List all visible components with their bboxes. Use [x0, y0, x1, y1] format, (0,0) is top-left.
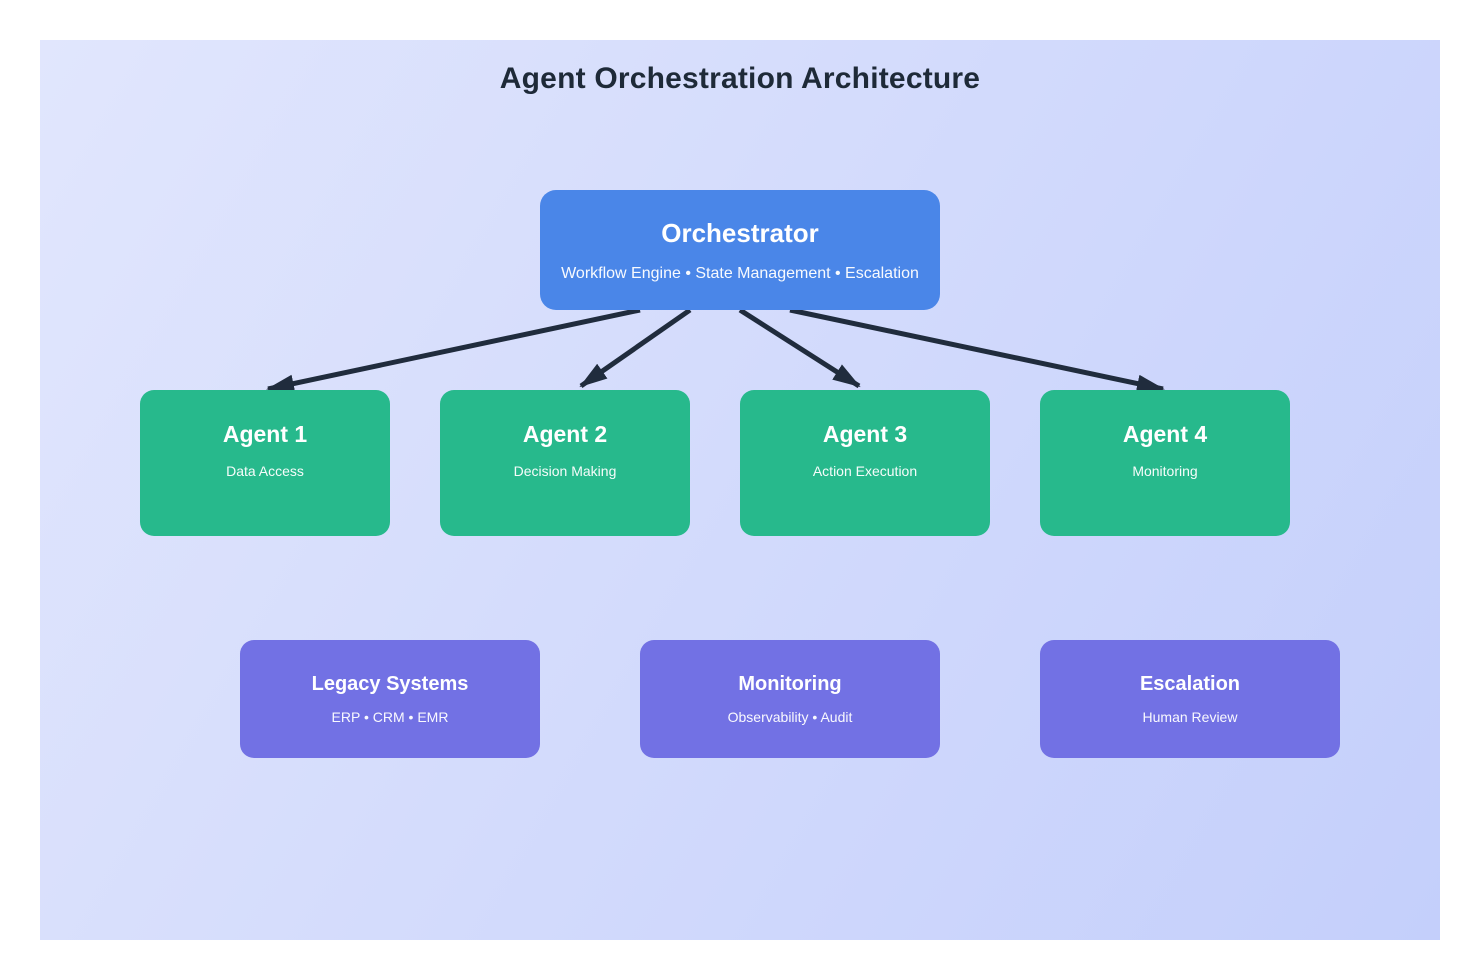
- node-agent-1: Agent 1 Data Access: [140, 390, 390, 536]
- agent-1-subtitle: Data Access: [226, 463, 304, 479]
- node-orchestrator: Orchestrator Workflow Engine • State Man…: [540, 190, 940, 310]
- arrow-orchestrator-to-agent-3: [738, 307, 861, 389]
- agent-1-title: Agent 1: [222, 421, 308, 447]
- agent-2-subtitle: Decision Making: [513, 463, 617, 479]
- agent-4-subtitle: Monitoring: [1132, 463, 1198, 479]
- node-agent-4: Agent 4 Monitoring: [1040, 390, 1290, 536]
- escalation-title: Escalation: [1139, 673, 1241, 695]
- node-monitoring: Monitoring Observability • Audit: [640, 640, 940, 758]
- node-escalation: Escalation Human Review: [1040, 640, 1340, 758]
- legacy-systems-title: Legacy Systems: [311, 673, 469, 695]
- monitoring-subtitle: Observability • Audit: [727, 709, 853, 725]
- agent-3-title: Agent 3: [822, 421, 908, 447]
- agent-2-title: Agent 2: [522, 421, 608, 447]
- legacy-systems-subtitle: ERP • CRM • EMR: [331, 709, 449, 725]
- orchestrator-subtitle: Workflow Engine • State Management • Esc…: [561, 264, 919, 282]
- agent-4-title: Agent 4: [1122, 421, 1208, 447]
- diagram-canvas: Agent Orchestration Architecture Orchest…: [40, 40, 1440, 940]
- node-agent-3: Agent 3 Action Execution: [740, 390, 990, 536]
- arrow-orchestrator-to-agent-1: [266, 307, 641, 393]
- orchestrator-title: Orchestrator: [661, 217, 819, 248]
- monitoring-title: Monitoring: [738, 673, 842, 695]
- escalation-subtitle: Human Review: [1142, 709, 1238, 725]
- diagram-title: Agent Orchestration Architecture: [499, 62, 981, 95]
- arrow-orchestrator-to-agent-2: [579, 307, 692, 389]
- agent-3-subtitle: Action Execution: [812, 463, 918, 479]
- node-agent-2: Agent 2 Decision Making: [440, 390, 690, 536]
- arrow-orchestrator-to-agent-4: [789, 307, 1165, 393]
- node-legacy-systems: Legacy Systems ERP • CRM • EMR: [240, 640, 540, 758]
